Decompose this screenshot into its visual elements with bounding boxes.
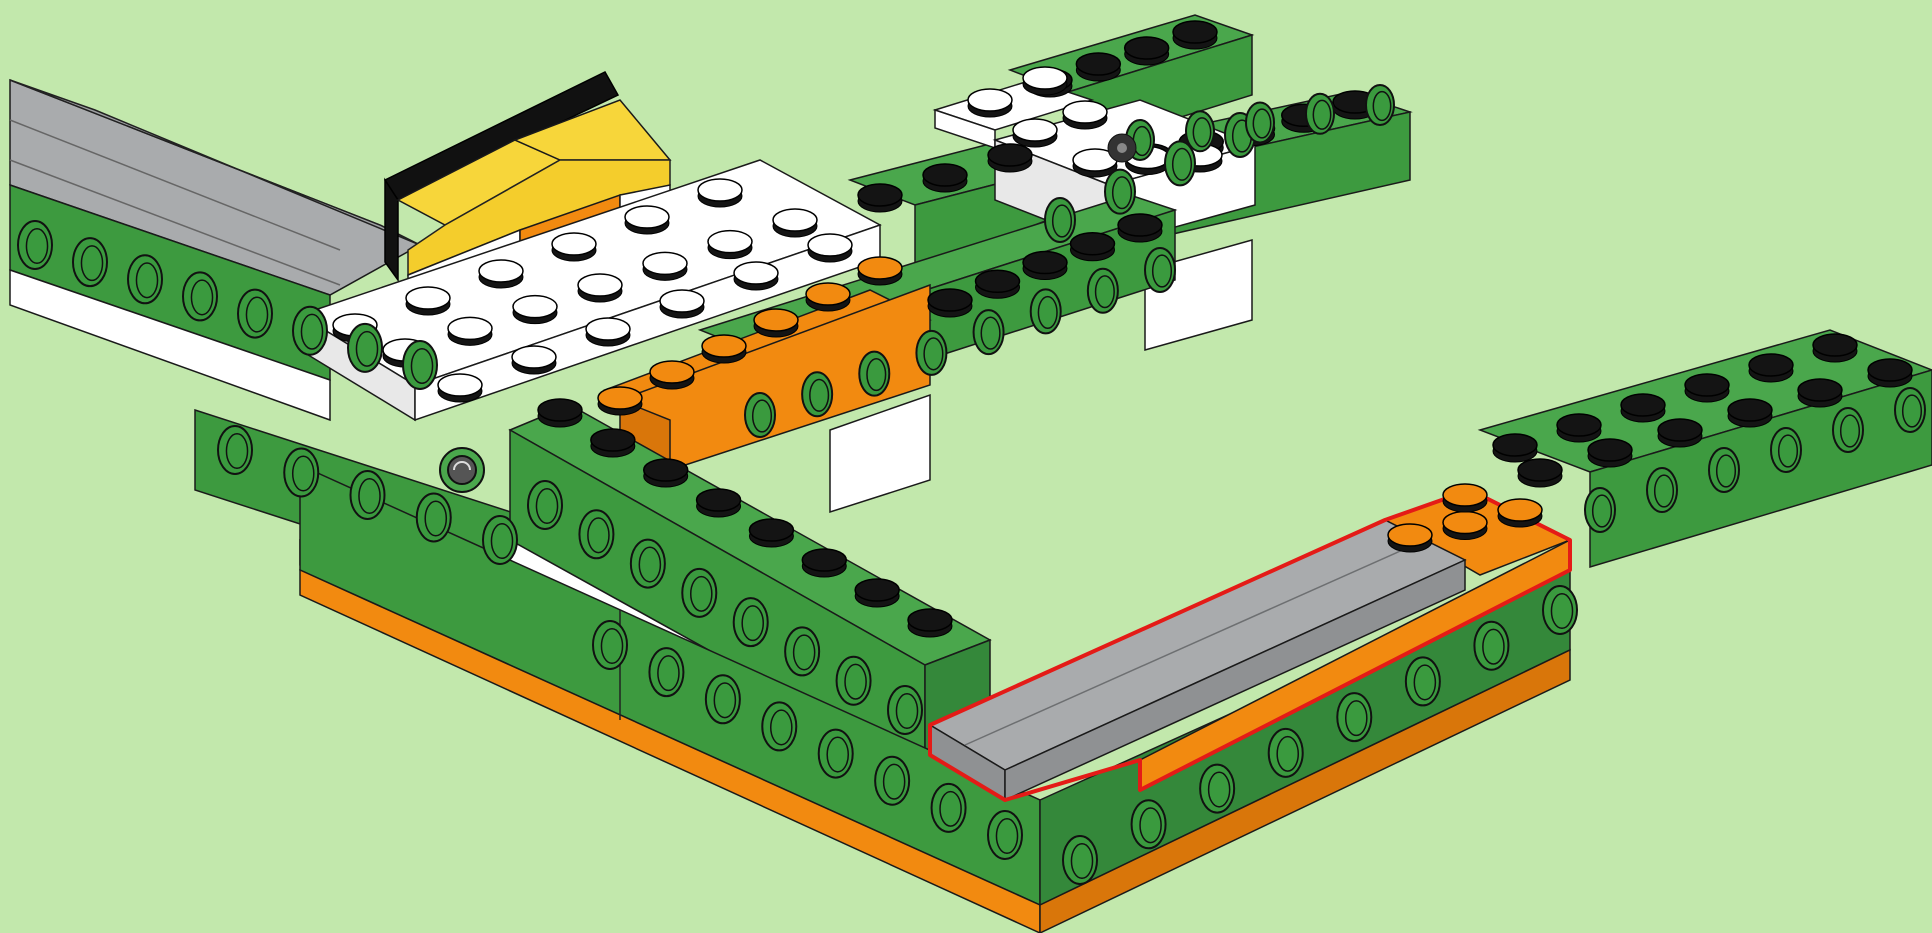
black-stud [1076, 53, 1120, 81]
black-stud [976, 270, 1020, 298]
beam-hole [802, 372, 832, 416]
beam-hole [1186, 111, 1214, 151]
white-stud [1023, 67, 1067, 95]
black-stud [1493, 434, 1537, 462]
white-stud [734, 262, 778, 290]
black-stud [591, 429, 635, 457]
white-stud [438, 374, 482, 402]
black-stud [1518, 459, 1562, 487]
white-stud [586, 318, 630, 346]
orange-stud [1388, 524, 1432, 552]
white-stud [808, 234, 852, 262]
black-stud [1813, 334, 1857, 362]
white-stud [708, 231, 752, 259]
white-stud [406, 287, 450, 315]
beam-hole [1306, 94, 1334, 134]
beam-hole [1895, 388, 1925, 432]
beam-hole [1366, 85, 1394, 125]
black-stud [1749, 354, 1793, 382]
black-stud [1621, 394, 1665, 422]
beam-hole [1045, 198, 1075, 242]
black-stud [644, 459, 688, 487]
black-stud [1798, 379, 1842, 407]
beam-hole [1246, 103, 1274, 143]
beam-hole [1647, 468, 1677, 512]
beam-hole [1585, 488, 1615, 532]
beam-hole [974, 310, 1004, 354]
black-stud [1728, 399, 1772, 427]
beam-hole [1105, 170, 1135, 214]
black-stud [855, 579, 899, 607]
white-stud [448, 317, 492, 345]
black-stud [1868, 359, 1912, 387]
black-stud [1118, 214, 1162, 242]
white-stud [513, 296, 557, 324]
white-stud [512, 346, 556, 374]
white-stud [1063, 101, 1107, 129]
orange-stud [650, 361, 694, 389]
black-stud [1557, 414, 1601, 442]
black-stud [988, 144, 1032, 172]
orange-stud [754, 309, 798, 337]
beam-hole [1709, 448, 1739, 492]
black-stud [749, 519, 793, 547]
black-stud [1023, 252, 1067, 280]
black-stud [1588, 439, 1632, 467]
beam-hole [1031, 289, 1061, 333]
white-stud [968, 89, 1012, 117]
orange-stud [1443, 512, 1487, 540]
orange-stud [702, 335, 746, 363]
black-stud [1125, 37, 1169, 65]
white-stud [773, 209, 817, 237]
white-stud [1013, 119, 1057, 147]
small-gear [1108, 134, 1136, 162]
black-stud [928, 289, 972, 317]
beam-hole [1145, 248, 1175, 292]
orange-stud [858, 257, 902, 285]
black-stud [1071, 233, 1115, 261]
black-stud [1685, 374, 1729, 402]
white-stud [479, 260, 523, 288]
round-connector [440, 448, 484, 492]
orange-stud [806, 283, 850, 311]
beam-hole [859, 352, 889, 396]
black-stud [802, 549, 846, 577]
orange-stud [1443, 484, 1487, 512]
black-stud [858, 184, 902, 212]
white-stud [698, 179, 742, 207]
black-stud [538, 399, 582, 427]
beam-hole [1165, 141, 1195, 185]
black-stud [908, 609, 952, 637]
orange-stud [1498, 499, 1542, 527]
white-stud [643, 252, 687, 280]
beam-hole [1771, 428, 1801, 472]
beam-hole [1088, 269, 1118, 313]
beam-hole [916, 331, 946, 375]
white-stud [578, 274, 622, 302]
black-stud [1658, 419, 1702, 447]
orange-stud [598, 387, 642, 415]
white-stud [552, 233, 596, 261]
white-stud [660, 290, 704, 318]
beam-hole [745, 393, 775, 437]
white-stud [625, 206, 669, 234]
black-stud [923, 164, 967, 192]
beam-hole [1833, 408, 1863, 452]
black-stud [1173, 21, 1217, 49]
black-stud [697, 489, 741, 517]
